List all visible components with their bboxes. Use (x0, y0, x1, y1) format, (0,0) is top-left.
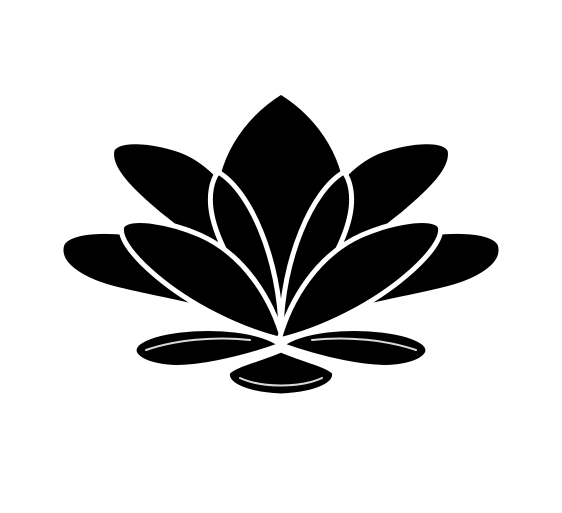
bottom-left-leaf (131, 326, 284, 370)
leaf-highlight-center (239, 377, 323, 387)
mid-left-petal (118, 218, 286, 343)
leaf-highlight-right (311, 337, 417, 351)
mid-right-petal (276, 218, 444, 343)
bottom-center-leaf (224, 347, 338, 399)
bottom-right-leaf (278, 326, 431, 370)
leaf-highlight-left (145, 337, 251, 351)
